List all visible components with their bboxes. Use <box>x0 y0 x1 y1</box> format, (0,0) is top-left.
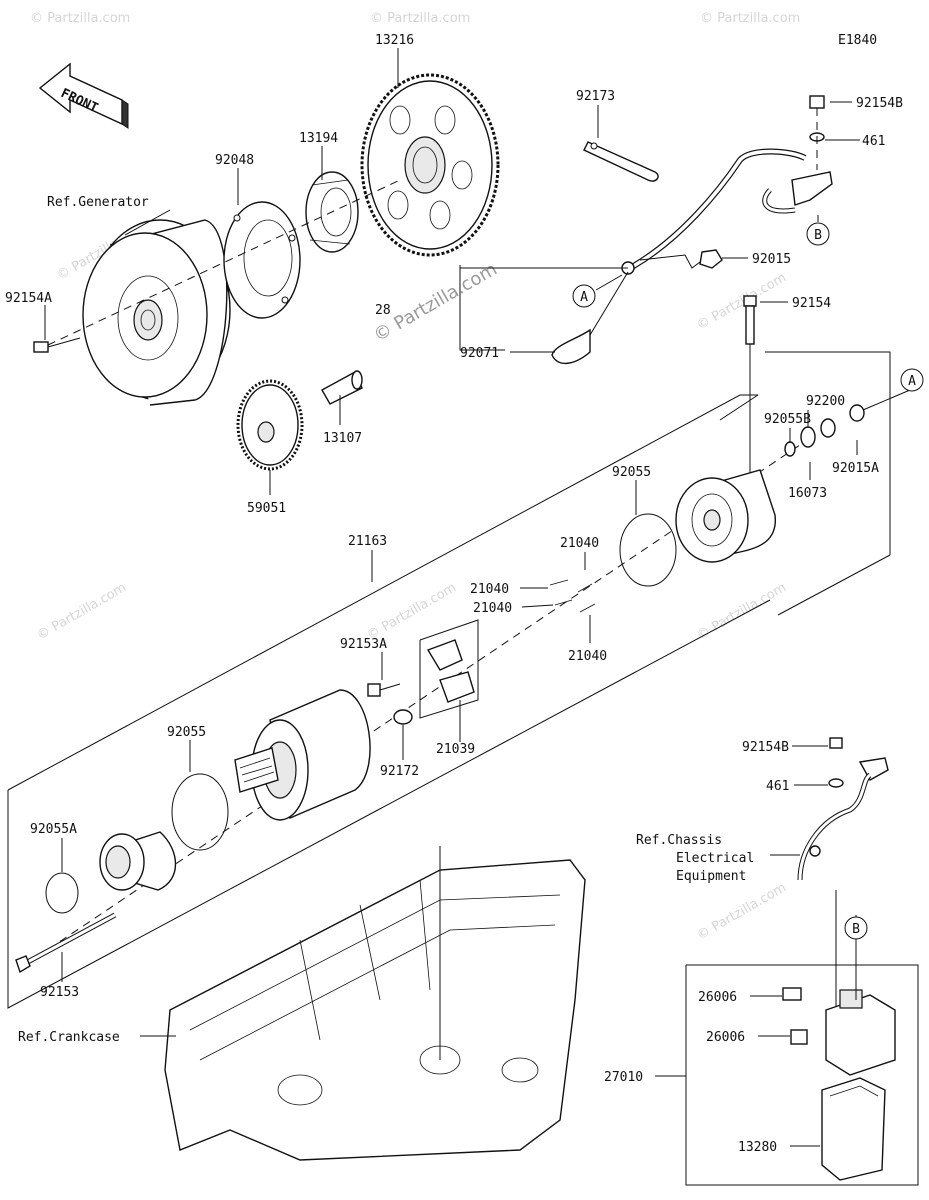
part-label-92055: 92055 <box>167 725 206 740</box>
part-label-92055: 92055 <box>612 465 651 480</box>
bolt-92154a <box>33 337 81 353</box>
callout-b-top: B <box>806 222 830 246</box>
relay-cover-13280 <box>821 1077 886 1181</box>
starter-idle-gear-large <box>360 73 500 257</box>
part-label-13280: 13280 <box>738 1140 777 1155</box>
watermark-text: © Partzilla.com <box>695 880 789 943</box>
callout-label: A <box>908 374 916 389</box>
o-ring-92055-upper <box>619 513 677 587</box>
part-label-21040: 21040 <box>473 601 512 616</box>
starter-front-cover <box>99 831 177 891</box>
part-label-92048: 92048 <box>215 153 254 168</box>
part-label-28-partial: 28 <box>375 303 391 318</box>
part-label-92200: 92200 <box>806 394 845 409</box>
front-arrow-icon: FRONT <box>38 62 129 129</box>
battery-cable <box>551 148 833 364</box>
part-label-92154: 92154 <box>792 296 831 311</box>
part-label-92055b: 92055B <box>764 412 811 427</box>
ref-generator-label: Ref.Generator <box>47 195 149 210</box>
brush-holder-21039 <box>419 619 479 719</box>
o-ring-92055a <box>45 872 79 914</box>
crankcase <box>164 846 586 1161</box>
reduction-gear <box>236 379 304 471</box>
part-label-27010: 27010 <box>604 1070 643 1085</box>
callout-label: B <box>852 922 860 937</box>
part-label-92015a: 92015A <box>832 461 879 476</box>
part-label-13216: 13216 <box>375 33 414 48</box>
fuse-26006-a <box>782 987 802 1001</box>
part-label-26006: 26006 <box>698 990 737 1005</box>
fuse-26006-b <box>790 1029 808 1045</box>
ref-chassis-label: Electrical <box>676 851 754 866</box>
watermark-text: © Partzilla.com <box>35 580 129 643</box>
starter-rear-cover <box>675 469 776 563</box>
part-label-92173: 92173 <box>576 89 615 104</box>
part-label-21039: 21039 <box>436 742 475 757</box>
starter-clutch-plate <box>223 201 301 319</box>
terminal-washers <box>784 404 865 457</box>
part-label-13107: 13107 <box>323 431 362 446</box>
callout-a-right: A <box>900 368 924 392</box>
part-label-92172: 92172 <box>380 764 419 779</box>
part-label-92071: 92071 <box>460 346 499 361</box>
callout-label: A <box>580 290 588 305</box>
part-label-92154b: 92154B <box>856 96 903 111</box>
part-label-59051: 59051 <box>247 501 286 516</box>
cable-clamp-92173 <box>583 141 659 182</box>
watermark-text: © Partzilla.com <box>370 11 470 26</box>
ref-chassis-label: Ref.Chassis <box>636 833 722 848</box>
bolt-top-92154b <box>809 95 825 170</box>
part-label-92015: 92015 <box>752 252 791 267</box>
part-label-92154a: 92154A <box>5 291 52 306</box>
generator-rotor <box>82 219 231 406</box>
watermark-text: © Partzilla.com <box>695 580 789 643</box>
part-labels: 13216 13194 92048 Ref.Generator 92154A 1… <box>5 33 903 1155</box>
outline-frames <box>7 351 919 1186</box>
terminal-bracket <box>797 737 889 1010</box>
part-label-21163: 21163 <box>348 534 387 549</box>
part-label-21040: 21040 <box>560 536 599 551</box>
leader-lines <box>44 48 911 1147</box>
long-bolt-92153 <box>15 912 117 974</box>
diagram-code: E1840 <box>838 33 877 48</box>
part-label-92153: 92153 <box>40 985 79 1000</box>
callout-b-mid: B <box>844 916 868 940</box>
callout-label: B <box>814 228 822 243</box>
starter-relay <box>825 989 896 1076</box>
ref-crankcase-label: Ref.Crankcase <box>18 1030 120 1045</box>
screw-92172 <box>393 709 413 725</box>
gear-shaft <box>321 370 363 405</box>
starter-yoke <box>234 689 371 821</box>
watermark-text: © Partzilla.com <box>30 11 130 26</box>
part-label-16073: 16073 <box>788 486 827 501</box>
part-label-461: 461 <box>766 779 789 794</box>
watermark-text: © Partzilla.com <box>700 11 800 26</box>
part-label-92055a: 92055A <box>30 822 77 837</box>
part-label-26006: 26006 <box>706 1030 745 1045</box>
brush-springs <box>549 579 596 613</box>
part-label-21040: 21040 <box>470 582 509 597</box>
callout-a-top: A <box>572 284 596 308</box>
part-label-21040: 21040 <box>568 649 607 664</box>
part-label-92154b: 92154B <box>742 740 789 755</box>
o-ring-92055-lower <box>171 773 229 851</box>
nut-92015 <box>639 249 723 269</box>
part-label-92153a: 92153A <box>340 637 387 652</box>
part-label-13194: 13194 <box>299 131 338 146</box>
ref-chassis-label: Equipment <box>676 869 746 884</box>
screw-92153a <box>367 683 401 697</box>
part-label-461: 461 <box>862 134 885 149</box>
